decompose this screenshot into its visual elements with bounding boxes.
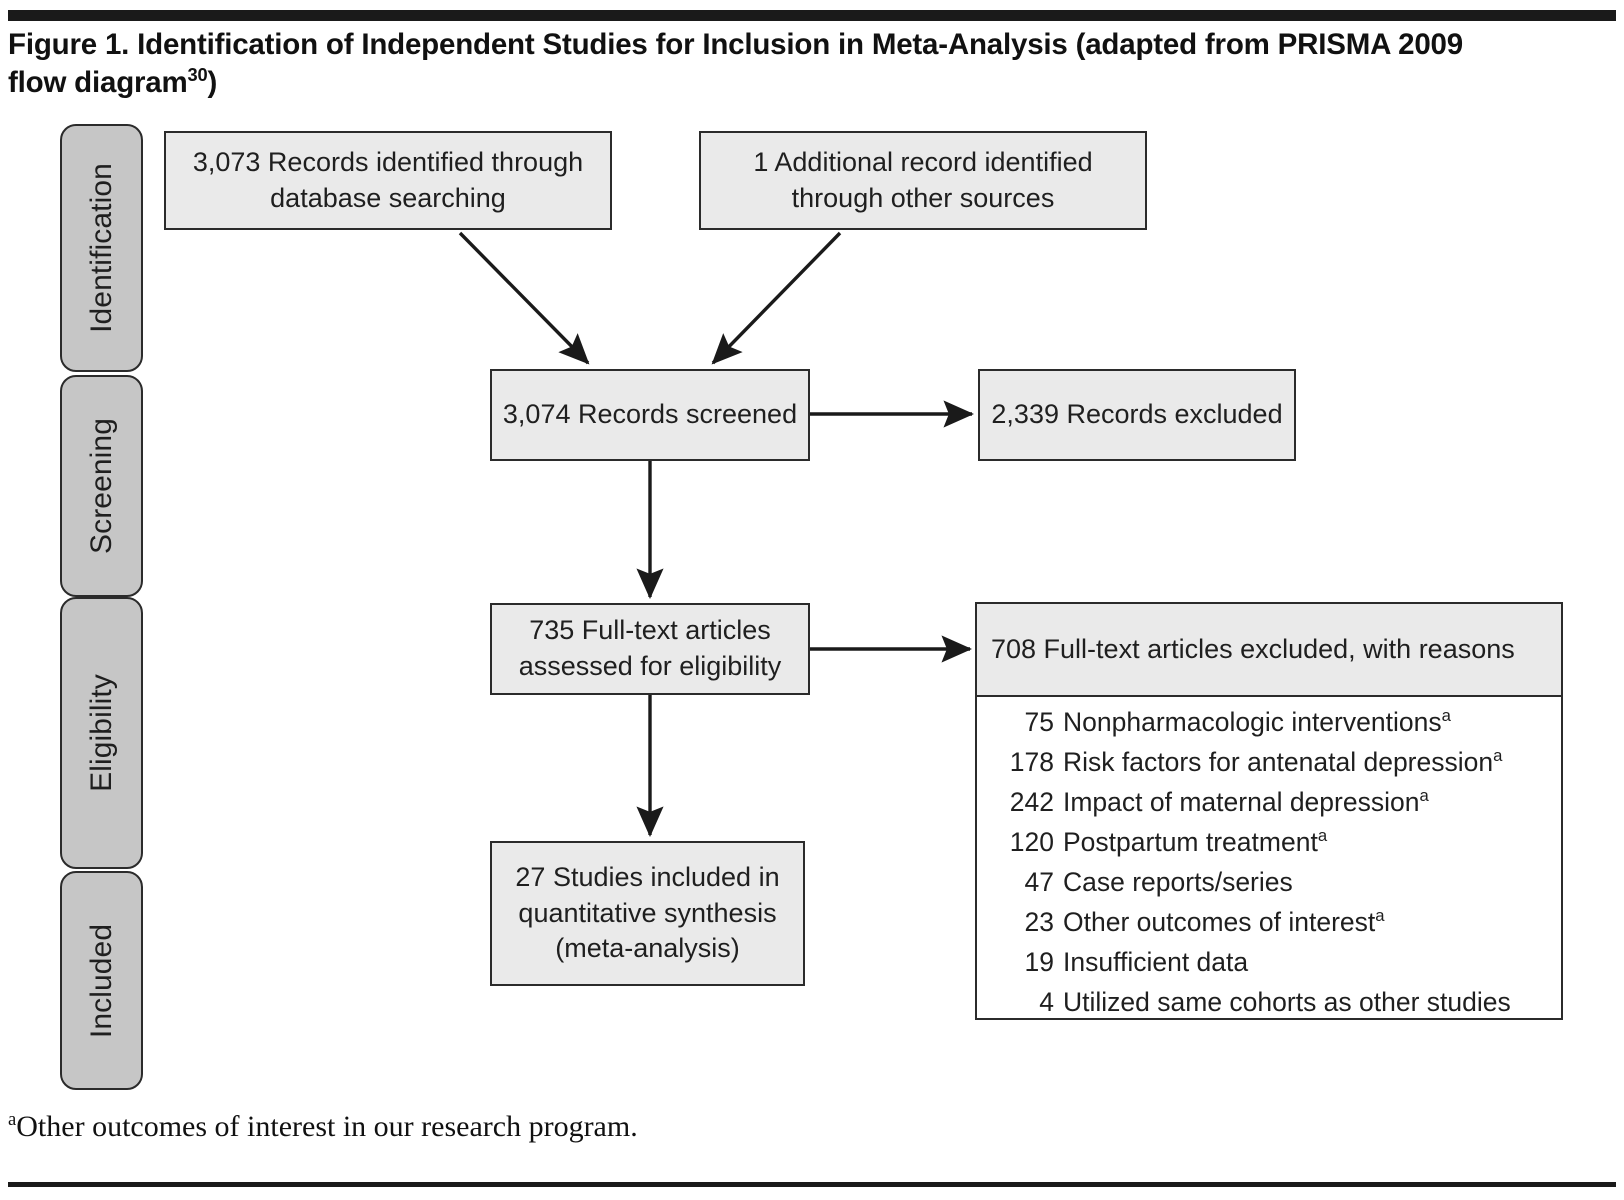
exclusion-reason-count: 19 [1024,947,1054,977]
exclusion-reason-label: Postpartum treatment [1063,827,1318,857]
exclusion-reason-row: 23 Other outcomes of interesta [977,906,1561,949]
box-records-excluded: 2,339 Records excluded [978,369,1296,461]
exclusion-reason-text: Utilized same cohorts as other studies [1063,989,1561,1016]
exclusion-reason-count: 178 [1009,747,1054,777]
arrow-db-to-screened [458,231,590,365]
exclusion-reason-label: Impact of maternal depression [1063,787,1420,817]
exclusion-reason-footnote-marker: a [1317,826,1328,846]
footnote-marker: a [8,1109,17,1130]
exclusion-reason-label: Insufficient data [1063,947,1249,977]
exclusion-reason-text: Impact of maternal depressiona [1063,786,1561,817]
exclusion-reason-row: 75 Nonpharmacologic interventionsa [977,706,1561,749]
exclusion-reason-row: 19 Insufficient data [977,949,1561,989]
stage-tab-screening: Screening [60,375,143,597]
panel-exclusions-header: 708 Full-text articles excluded, with re… [977,604,1561,697]
arrow-other-to-screened [711,231,842,365]
stage-label-eligibility: Eligibility [84,674,118,792]
exclusion-reason-label: Other outcomes of interest [1063,907,1376,937]
stage-tab-eligibility: Eligibility [60,597,143,869]
exclusion-reason-row: 120 Postpartum treatmenta [977,826,1561,869]
box-fulltext-assessed: 735 Full-text articles assessed for elig… [490,603,810,695]
exclusion-reason-label: Utilized same cohorts as other studies [1063,987,1511,1017]
exclusion-reason-count: 47 [1024,867,1054,897]
exclusion-reason-label: Risk factors for antenatal depression [1063,747,1494,777]
exclusion-reason-footnote-marker: a [1419,786,1429,806]
stage-tab-included: Included [60,871,143,1090]
box-studies-included: 27 Studies included in quantitative synt… [490,841,805,986]
exclusion-reason-text: Nonpharmacologic interventionsa [1063,706,1561,737]
panel-fulltext-exclusions: 708 Full-text articles excluded, with re… [975,602,1563,1020]
exclusion-reason-count: 4 [1039,987,1054,1017]
exclusion-reason-row: 47 Case reports/series [977,869,1561,909]
exclusion-reason-text: Risk factors for antenatal depressiona [1063,746,1561,777]
stage-tab-identification: Identification [60,124,143,372]
exclusion-reason-footnote-marker: a [1493,746,1503,766]
figure-title-text: Figure 1. Identification of Independent … [8,28,1463,99]
box-records-screened: 3,074 Records screened [490,369,810,461]
exclusion-reason-label: Case reports/series [1063,867,1293,897]
figure-title-reference: 30 [187,63,208,85]
stage-label-included: Included [84,923,118,1038]
figure-title: Figure 1. Identification of Independent … [8,26,1478,102]
top-rule [8,10,1616,21]
figure-footnote: aOther outcomes of interest in our resea… [8,1110,638,1144]
exclusion-reason-count: 23 [1024,907,1054,937]
exclusion-reason-row: 242 Impact of maternal depressiona [977,786,1561,829]
exclusion-reason-footnote-marker: a [1375,906,1385,926]
exclusion-reason-text: Case reports/series [1063,869,1561,896]
exclusion-reason-text: Other outcomes of interesta [1063,906,1561,937]
exclusion-reason-row: 178 Risk factors for antenatal depression… [977,746,1561,789]
stage-label-screening: Screening [84,418,118,554]
exclusion-reason-text: Postpartum treatmenta [1063,826,1561,857]
exclusion-reason-row: 4 Utilized same cohorts as other studies [977,989,1561,1029]
stage-label-identification: Identification [84,163,118,333]
bottom-rule [8,1182,1616,1187]
exclusion-reason-text: Insufficient data [1063,949,1561,976]
exclusion-reason-label: Nonpharmacologic interventions [1063,707,1442,737]
box-records-identified-other-sources: 1 Additional record identified through o… [699,131,1147,230]
figure-title-tail: ) [207,65,218,99]
box-records-identified-database: 3,073 Records identified through databas… [164,131,612,230]
exclusion-reason-count: 242 [1009,787,1054,817]
exclusion-reason-count: 120 [1009,827,1054,857]
exclusion-reason-footnote-marker: a [1441,706,1451,726]
exclusion-reason-count: 75 [1024,707,1054,737]
footnote-text: Other outcomes of interest in our resear… [16,1110,638,1143]
